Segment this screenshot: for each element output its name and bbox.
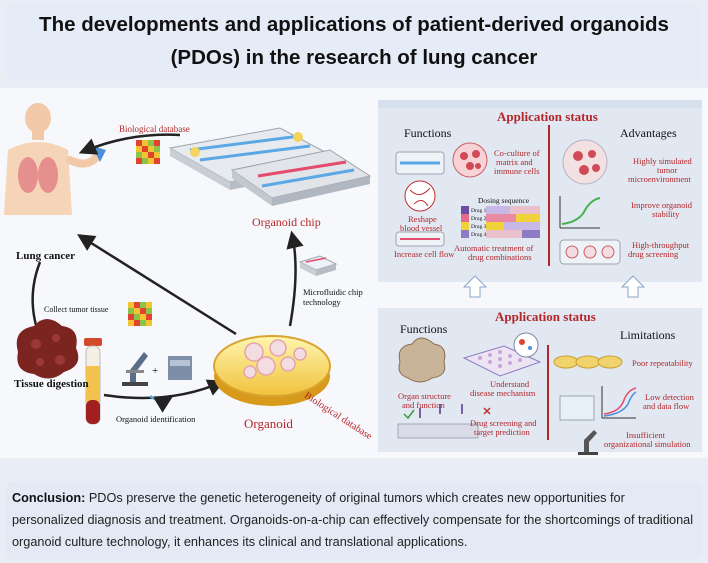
chip-panel-header: Application status	[497, 109, 598, 124]
reshape-label-l1: Reshape	[408, 214, 437, 224]
microfluidic-label-line1: Microfluidic chip	[303, 287, 363, 297]
advantage-1-label-l2: tumor	[657, 165, 677, 175]
microscope-small-icon	[578, 430, 598, 455]
limitation-2-label-l1: Low detection	[645, 392, 695, 402]
diagram-svg: Biological database Biological database …	[4, 100, 702, 455]
function-3-label-l1: Drug screening and	[470, 418, 537, 428]
blood-tube-icon	[84, 338, 102, 425]
advantage-3-label-l1: High-throughput	[632, 240, 690, 250]
conclusion-label: Conclusion:	[12, 491, 86, 505]
function-1-label-l1: Organ structure	[398, 391, 451, 401]
conclusion-panel	[6, 481, 702, 560]
coculture-label-l3: immune cells	[494, 166, 540, 176]
organoid-dish-icon	[213, 335, 331, 406]
plus-sign: +	[152, 365, 158, 377]
limitation-3-label-l2: organizational simulation	[604, 439, 691, 449]
arrow-organoid-to-patient	[77, 234, 237, 336]
function-2-label-l2: disease mechanism	[470, 388, 536, 398]
cell-flow-icon	[395, 231, 445, 247]
organoid-label: Organoid	[244, 416, 293, 431]
organoid-identification-label: Organoid identification	[116, 414, 196, 424]
lung-cancer-label: Lung cancer	[16, 250, 75, 262]
drug-screening-tubes-icon	[397, 404, 491, 439]
organoid-panel-header: Application status	[495, 309, 596, 324]
organ-structure-icon	[398, 337, 446, 383]
organoid-application-panel	[378, 308, 702, 452]
up-arrow-left-icon	[462, 275, 488, 298]
well-plate-icon	[462, 345, 542, 377]
chip-application-panel	[378, 100, 702, 282]
dosing-sequence-grid	[461, 206, 540, 238]
collect-tumor-tissue-label: Collect tumor tissue	[44, 305, 109, 314]
advantage-2-label-l2: stability	[652, 209, 680, 219]
microscope-icon	[122, 352, 148, 386]
immune-cells-icon	[452, 142, 488, 178]
limitation-2-label-l2: and data flow	[643, 401, 690, 411]
coculture-label-l2: matrix and	[496, 157, 533, 167]
microfluidic-label-line2: technology	[303, 297, 342, 307]
microfluidic-chip-icon	[298, 255, 338, 276]
heatmap-middle-icon	[128, 302, 152, 326]
increase-cell-flow-label: Increase cell flow	[394, 249, 455, 259]
coculture-label-l1: Co-culture of	[494, 148, 540, 158]
conclusion-body: PDOs preserve the genetic heterogeneity …	[12, 491, 694, 549]
auto-treatment-label-l1: Automatic treatment of	[454, 243, 533, 253]
biological-database-diag-label: Biological database	[302, 390, 374, 442]
tumor-microenvironment-icon	[562, 139, 608, 185]
limitation-3-label-l1: Insufficient	[626, 430, 666, 440]
organoid-functions-title: Functions	[400, 322, 448, 336]
chip-functions-title: Functions	[404, 126, 452, 140]
arrow-tissue-to-organoid	[103, 379, 226, 400]
diagram-area: Biological database Biological database …	[0, 88, 708, 458]
organoid-limitations-title: Limitations	[620, 328, 676, 342]
reshape-label-l2: blood vessel	[400, 223, 443, 233]
function-3-label-l2: target prediction	[474, 427, 531, 437]
plate-grid-icon	[559, 395, 595, 421]
tumor-tissue-icon	[16, 319, 79, 379]
organoid-chip-icon	[168, 127, 372, 206]
arrow-chip-to-patient	[78, 133, 181, 155]
drug-1-label: Drug 1	[471, 208, 487, 214]
biological-database-top-label: Biological database	[119, 124, 190, 134]
auto-treatment-label-l2: drug combinations	[468, 252, 532, 262]
drug-2-label: Drug 2	[471, 216, 487, 222]
advantage-1-label-l3: microenvironment	[628, 174, 691, 184]
chip-advantages-title: Advantages	[620, 126, 677, 140]
organoid-chip-label: Organoid chip	[252, 215, 321, 229]
limitation-1-label: Poor repeatability	[632, 358, 693, 368]
coculture-chip-icon	[395, 151, 445, 175]
dosing-sequence-title: Dosing sequence	[478, 196, 530, 205]
drug-4-label: Drug 4	[471, 232, 487, 238]
arrow-organoid-to-chip	[286, 230, 304, 327]
page-title: The developments and applications of pat…	[39, 13, 669, 69]
stability-curve-icon	[559, 196, 601, 229]
function-1-label-l2: and function	[402, 400, 445, 410]
human-figure-icon	[4, 103, 106, 215]
throughput-chip-icon	[559, 239, 621, 265]
tissue-digestion-label: Tissue digestion	[14, 378, 89, 390]
advantage-1-label-l1: Highly simulated	[633, 156, 693, 166]
advantage-2-label-l1: Improve organoid	[631, 200, 693, 210]
function-2-label-l1: Understand	[490, 379, 530, 389]
dishes-icon	[553, 355, 623, 369]
heatmap-top-icon	[136, 140, 160, 164]
advantage-3-label-l2: drug screening	[628, 249, 679, 259]
blood-vessel-icon	[404, 180, 436, 212]
detection-curve-icon	[601, 386, 637, 419]
up-arrow-right-icon	[620, 275, 646, 298]
small-arrow-icon	[149, 394, 174, 413]
sequencer-icon	[168, 356, 192, 380]
conclusion-text: Conclusion: PDOs preserve the genetic he…	[12, 487, 700, 553]
title-banner	[6, 3, 702, 81]
drug-3-label: Drug 3	[471, 224, 487, 230]
disease-mechanism-icon	[513, 332, 539, 358]
